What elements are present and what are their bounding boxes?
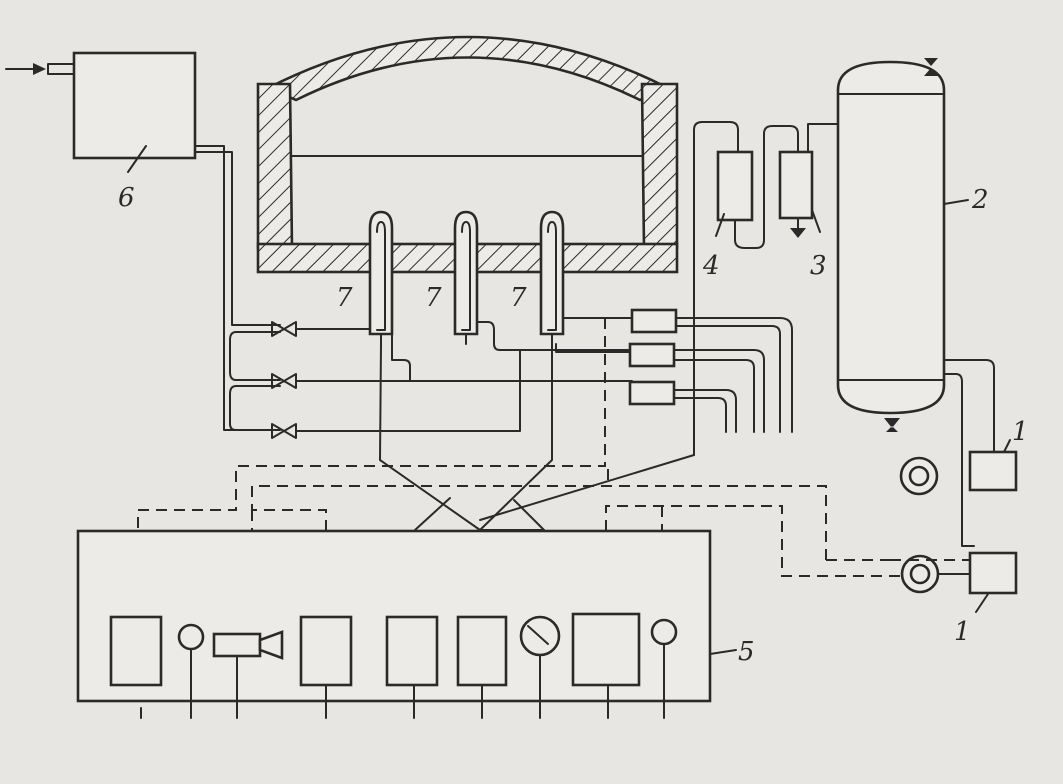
label-7-middle: 7 — [425, 283, 442, 313]
label-3: 3 — [810, 251, 827, 281]
thermocouple-wires — [379, 343, 695, 531]
leader-lines — [127, 145, 1011, 655]
furnace-left-wall — [256, 82, 294, 250]
absorbers — [693, 121, 841, 456]
output-connectors — [409, 308, 793, 433]
recorder-3 — [385, 615, 439, 687]
label-1-bottom: 1 — [954, 617, 971, 647]
label-2: 2 — [971, 185, 989, 215]
control-panel — [76, 529, 712, 719]
absorber-3 — [778, 150, 814, 220]
labels: 6 7 7 7 4 3 2 1 1 5 — [118, 183, 1029, 667]
pump-1-bottom — [968, 551, 1018, 595]
thermocouple-1 — [368, 210, 394, 345]
valve-1-icon[interactable] — [271, 321, 297, 337]
recorder-2 — [299, 615, 353, 687]
label-1-top: 1 — [1012, 417, 1029, 447]
label-4: 4 — [702, 251, 720, 281]
pumps — [899, 359, 1018, 595]
label-7-left: 7 — [336, 283, 353, 313]
furnace-right-wall — [640, 82, 679, 250]
flowmeter-bottom-icon — [900, 554, 940, 594]
bottom-valve-icon[interactable] — [884, 418, 900, 432]
camera-icon — [212, 630, 284, 719]
label-6: 6 — [118, 183, 135, 213]
flowmeter-top-icon — [899, 456, 939, 496]
drain-valve-3-icon[interactable] — [790, 228, 806, 238]
thermocouple-3 — [539, 210, 565, 345]
top-valve-icon[interactable] — [924, 58, 938, 76]
recorder-1 — [109, 615, 163, 687]
connector-3 — [628, 380, 676, 406]
gauge-icon — [519, 615, 561, 719]
pump-1-top — [968, 450, 1018, 492]
valve-3-icon[interactable] — [271, 423, 297, 439]
inlet-nozzle — [47, 63, 75, 75]
label-5: 5 — [738, 637, 755, 667]
recorder-5 — [571, 612, 641, 687]
absorber-4 — [716, 150, 754, 222]
label-7-right: 7 — [510, 283, 527, 313]
lamp-1-icon — [177, 623, 205, 719]
thermocouple-2 — [453, 210, 479, 345]
tank-6-body — [72, 51, 197, 160]
tank-6 — [5, 51, 197, 160]
lamp-2-icon — [650, 618, 678, 719]
signal-lines — [137, 318, 970, 577]
connector-2 — [628, 342, 676, 368]
column-2 — [836, 58, 946, 432]
recorder-4 — [456, 615, 508, 687]
furnace-vault — [264, 35, 672, 102]
valve-2-icon[interactable] — [271, 373, 297, 389]
inlet-arrow-head — [33, 63, 46, 75]
column-2-body — [836, 60, 946, 415]
connector-1 — [630, 308, 678, 334]
thermocouples — [368, 210, 565, 345]
